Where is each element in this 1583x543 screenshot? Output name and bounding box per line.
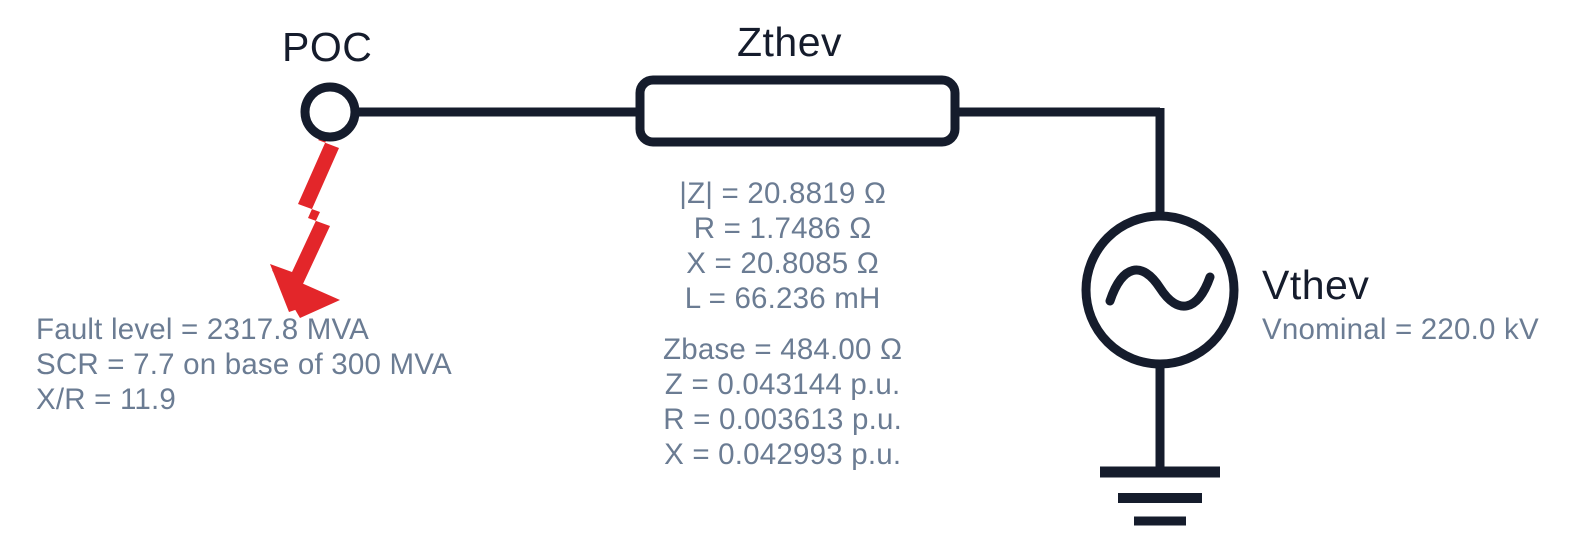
z-pu-text: Z = 0.043144 p.u. — [664, 368, 901, 401]
source-info-block: Vnominal = 220.0 kV — [1262, 312, 1539, 347]
poc-node[interactable] — [300, 82, 360, 142]
x-ohm-text: X = 20.8085 Ω — [686, 247, 880, 280]
vnominal-text: Vnominal = 220.0 kV — [1262, 313, 1539, 346]
x-pu-text: X = 0.042993 p.u. — [664, 438, 902, 471]
fault-info-block: Fault level = 2317.8 MVA SCR = 7.7 on ba… — [36, 312, 452, 417]
ac-sine-wave-icon — [1105, 265, 1215, 311]
poc-label-text: POC — [282, 24, 373, 70]
poc-label: POC — [282, 24, 372, 71]
z-magnitude-text: |Z| = 20.8819 Ω — [679, 177, 887, 210]
r-pu-text: R = 0.003613 p.u. — [663, 403, 903, 436]
fault-arrow-head-icon — [272, 270, 340, 318]
zthev-label: Zthev — [737, 19, 842, 66]
zbase-text: Zbase = 484.00 Ω — [663, 333, 903, 366]
vthev-label-text: Vthev — [1262, 262, 1370, 308]
impedance-box-zthev — [635, 75, 960, 147]
fault-arrow-icon — [270, 134, 339, 312]
x-over-r-text: X/R = 11.9 — [36, 383, 177, 416]
r-ohm-text: R = 1.7486 Ω — [693, 212, 872, 245]
inductance-text: L = 66.236 mH — [684, 282, 881, 315]
vthev-label: Vthev — [1262, 262, 1369, 309]
fault-level-text: Fault level = 2317.8 MVA — [36, 313, 370, 346]
zthev-label-text: Zthev — [737, 19, 843, 65]
impedance-info-block: |Z| = 20.8819 Ω R = 1.7486 Ω X = 20.8085… — [663, 176, 902, 472]
scr-text: SCR = 7.7 on base of 300 MVA — [36, 348, 452, 381]
